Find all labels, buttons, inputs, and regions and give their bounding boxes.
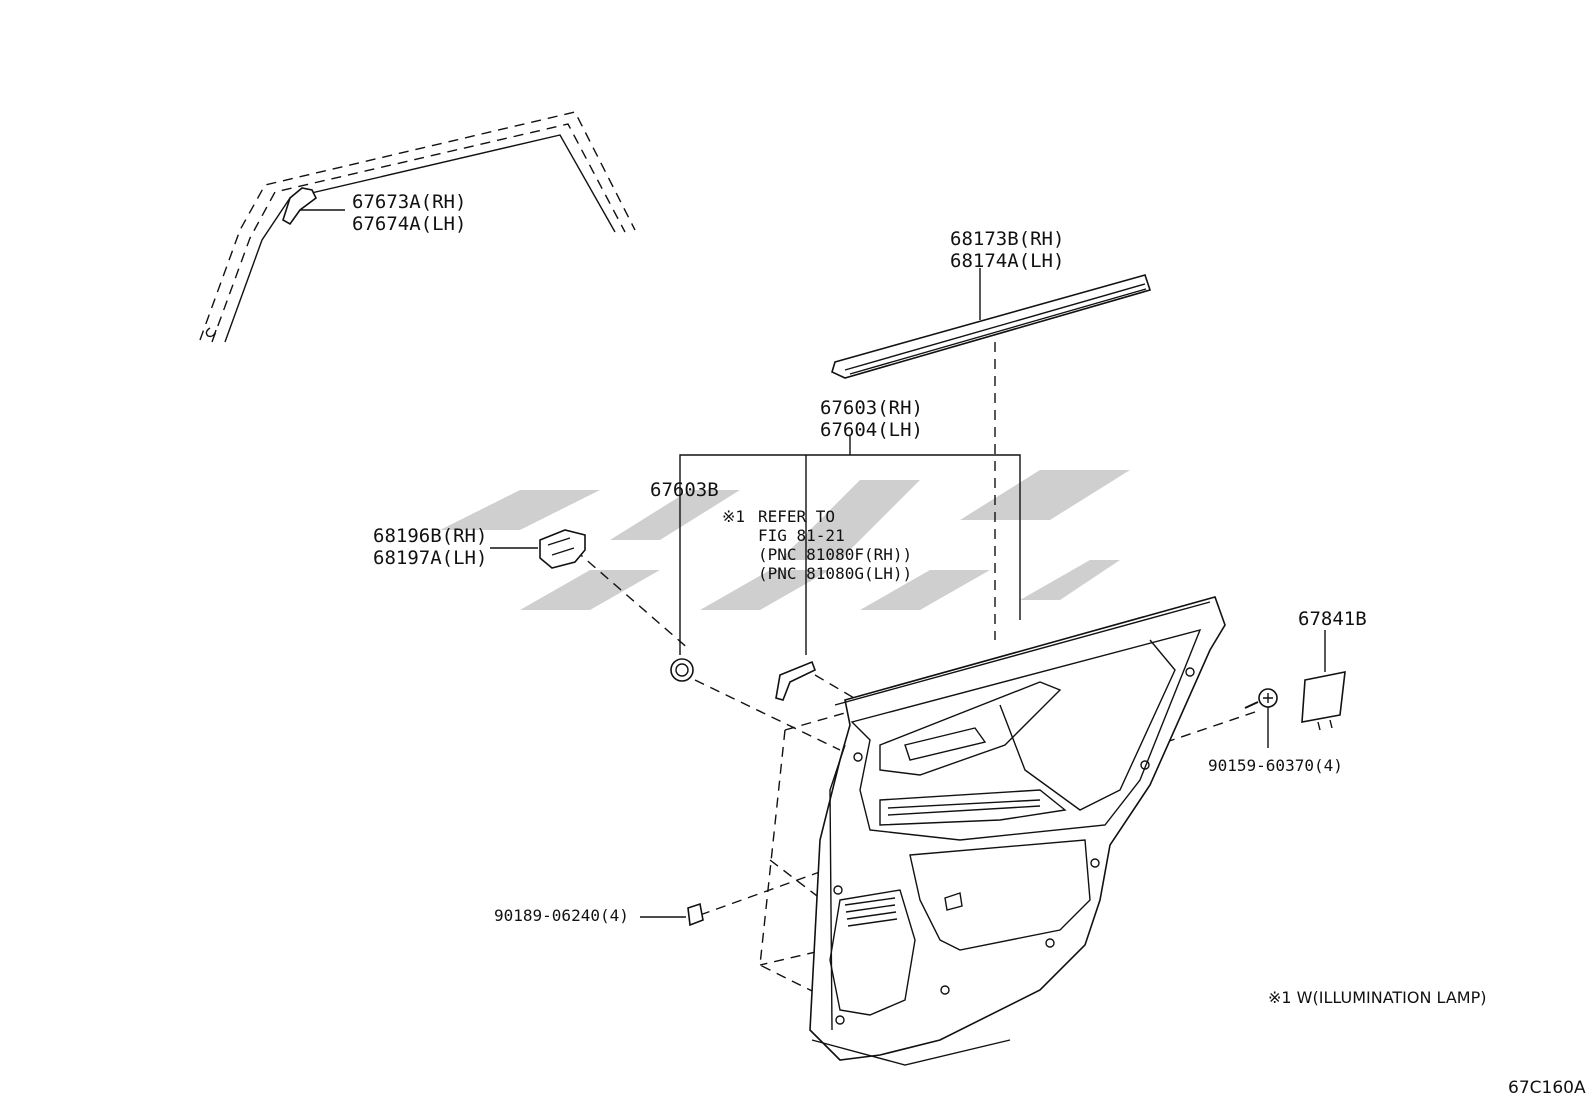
label-67673a: 67673A(RH) [352,191,466,213]
belt-moulding-68173b [831,274,1152,379]
figure-code: 67C160A [1508,1078,1586,1098]
door-window-frame [199,111,636,343]
refer-note-line-1: REFER TO [758,507,835,526]
label-67603: 67603(RH) [820,397,923,419]
part-90189-clip-icon [687,902,704,927]
footnote: ※1 W(ILLUMINATION LAMP) [1268,988,1486,1007]
part-90159-screw-icon [1244,688,1278,709]
label-68197a: 68197A(LH) [373,547,487,569]
label-67674a: 67674A(LH) [352,213,466,235]
label-90159: 90159-60370(4) [1208,756,1343,775]
leader-lines [300,209,1326,918]
refer-note-line-3: (PNC 81080F(RH)) [758,545,912,564]
part-68196b-icon [539,529,586,569]
label-90189: 90189-06240(4) [494,906,629,925]
label-68196b: 68196B(RH) [373,525,487,547]
refer-note-line-4: (PNC 81080G(LH)) [758,564,912,583]
label-67841b: 67841B [1298,608,1367,630]
watermark-logo [440,470,1130,610]
refer-note-mark: ※1 [722,507,745,526]
part-67841b-cover-icon [1301,670,1346,723]
door-trim-panel-67603 [809,596,1226,1066]
refer-note-line-2: FIG 81-21 [758,526,845,545]
small-parts [539,529,1346,927]
part-labels: 67673A(RH) 67674A(LH) 68173B(RH) 68174A(… [352,191,1367,925]
label-68173b: 68173B(RH) [950,228,1064,250]
illumination-lamp-icon [775,660,817,701]
part-67603b-clip-icon [670,658,694,682]
part-67673a-icon [282,187,318,226]
label-67603b: 67603B [650,479,719,501]
label-67604: 67604(LH) [820,419,923,441]
label-68174a: 68174A(LH) [950,250,1064,272]
